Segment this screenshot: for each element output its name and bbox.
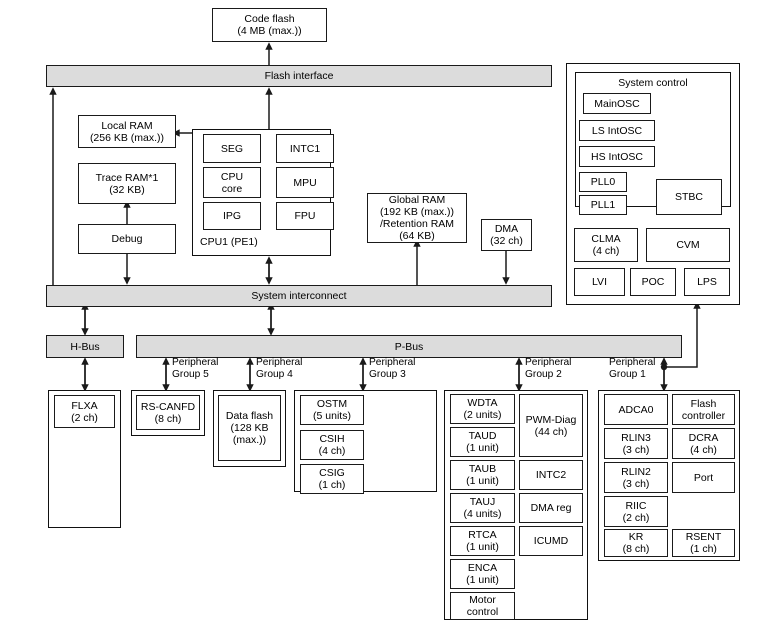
cpu-block-fpu[interactable]: FPU bbox=[276, 202, 334, 230]
peripheral-rlin2[interactable]: RLIN2 (3 ch) bbox=[604, 462, 668, 493]
sc-block-clma[interactable]: CLMA (4 ch) bbox=[574, 228, 638, 262]
cpu-block-intc1[interactable]: INTC1 bbox=[276, 134, 334, 163]
sc-block-hs-intosc[interactable]: HS IntOSC bbox=[579, 146, 655, 167]
peripheral-group-4-label: Peripheral Group 4 bbox=[256, 357, 303, 380]
peripheral-taud[interactable]: TAUD (1 unit) bbox=[450, 427, 515, 457]
peripheral-taub[interactable]: TAUB (1 unit) bbox=[450, 460, 515, 490]
dma-block[interactable]: DMA (32 ch) bbox=[481, 219, 532, 251]
sc-block-lps[interactable]: LPS bbox=[684, 268, 730, 296]
peripheral-rtca[interactable]: RTCA (1 unit) bbox=[450, 526, 515, 556]
local-ram-block[interactable]: Local RAM (256 KB (max.)) bbox=[78, 115, 176, 148]
peripheral-dma-reg[interactable]: DMA reg bbox=[519, 493, 583, 523]
flash-interface-bar[interactable]: Flash interface bbox=[46, 65, 552, 87]
cpu-block-cpu-core[interactable]: CPU core bbox=[203, 167, 261, 198]
peripheral-rsent[interactable]: RSENT (1 ch) bbox=[672, 529, 735, 557]
peripheral-group-1-label: Peripheral Group 1 bbox=[609, 357, 656, 380]
peripheral-flxa[interactable]: FLXA (2 ch) bbox=[54, 395, 115, 428]
peripheral-enca[interactable]: ENCA (1 unit) bbox=[450, 559, 515, 589]
sc-block-pll0[interactable]: PLL0 bbox=[579, 172, 627, 192]
trace-ram-block[interactable]: Trace RAM*1 (32 KB) bbox=[78, 163, 176, 204]
peripheral-icumd[interactable]: ICUMD bbox=[519, 526, 583, 556]
sc-block-pll1[interactable]: PLL1 bbox=[579, 195, 627, 215]
peripheral-group-2-label: Peripheral Group 2 bbox=[525, 357, 572, 380]
sc-block-poc[interactable]: POC bbox=[630, 268, 676, 296]
cpu-block-mpu[interactable]: MPU bbox=[276, 167, 334, 198]
sc-block-mainosc[interactable]: MainOSC bbox=[583, 93, 651, 114]
cpu1-label: CPU1 (PE1) bbox=[200, 236, 258, 248]
peripheral-dcra[interactable]: DCRA (4 ch) bbox=[672, 428, 735, 459]
sc-block-stbc[interactable]: STBC bbox=[656, 179, 722, 215]
peripheral-csih[interactable]: CSIH (4 ch) bbox=[300, 430, 364, 460]
peripheral-csig[interactable]: CSIG (1 ch) bbox=[300, 464, 364, 494]
system-control-title: System control bbox=[618, 77, 688, 89]
peripheral-flash-controller[interactable]: Flash controller bbox=[672, 394, 735, 425]
global-ram-block[interactable]: Global RAM (192 KB (max.)) /Retention RA… bbox=[367, 193, 467, 243]
peripheral-data-flash[interactable]: Data flash (128 KB (max.)) bbox=[218, 395, 281, 461]
p-bus-bar[interactable]: P-Bus bbox=[136, 335, 682, 358]
system-interconnect-bar[interactable]: System interconnect bbox=[46, 285, 552, 307]
code-flash-block[interactable]: Code flash (4 MB (max.)) bbox=[212, 8, 327, 42]
peripheral-motor-control[interactable]: Motor control bbox=[450, 592, 515, 620]
peripheral-intc2[interactable]: INTC2 bbox=[519, 460, 583, 490]
peripheral-wdta[interactable]: WDTA (2 units) bbox=[450, 394, 515, 424]
peripheral-group-3-label: Peripheral Group 3 bbox=[369, 357, 416, 380]
h-bus-bar[interactable]: H-Bus bbox=[46, 335, 124, 358]
cpu-block-seg[interactable]: SEG bbox=[203, 134, 261, 163]
sc-block-ls-intosc[interactable]: LS IntOSC bbox=[579, 120, 655, 141]
sc-block-lvi[interactable]: LVI bbox=[574, 268, 625, 296]
peripheral-adca0[interactable]: ADCA0 bbox=[604, 394, 668, 425]
peripheral-rs-canfd[interactable]: RS-CANFD (8 ch) bbox=[136, 395, 200, 430]
peripheral-riic[interactable]: RIIC (2 ch) bbox=[604, 496, 668, 527]
peripheral-pwm-diag[interactable]: PWM-Diag (44 ch) bbox=[519, 394, 583, 457]
peripheral-rlin3[interactable]: RLIN3 (3 ch) bbox=[604, 428, 668, 459]
sc-block-cvm[interactable]: CVM bbox=[646, 228, 730, 262]
peripheral-group-5-label: Peripheral Group 5 bbox=[172, 357, 219, 380]
debug-block[interactable]: Debug bbox=[78, 224, 176, 254]
cpu-block-ipg[interactable]: IPG bbox=[203, 202, 261, 230]
peripheral-port[interactable]: Port bbox=[672, 462, 735, 493]
peripheral-tauj[interactable]: TAUJ (4 units) bbox=[450, 493, 515, 523]
peripheral-kr[interactable]: KR (8 ch) bbox=[604, 529, 668, 557]
peripheral-ostm[interactable]: OSTM (5 units) bbox=[300, 395, 364, 425]
junction-dot bbox=[660, 363, 668, 371]
